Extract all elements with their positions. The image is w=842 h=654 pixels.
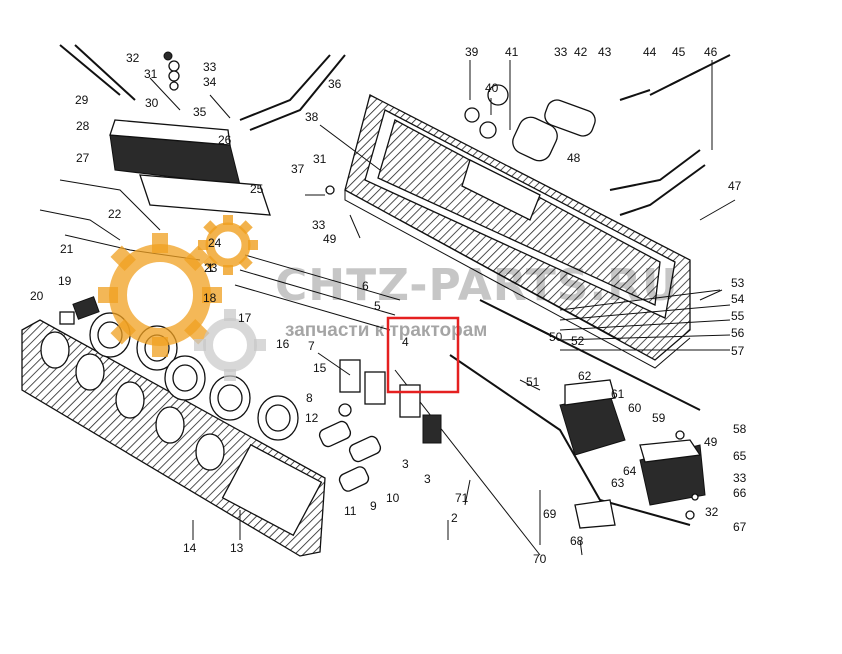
callout-label: 1 bbox=[207, 261, 214, 275]
gauge-16b bbox=[209, 375, 251, 421]
callout-label: 19 bbox=[58, 274, 72, 288]
callout-label: 24 bbox=[208, 236, 222, 250]
callout-label: 10 bbox=[386, 491, 400, 505]
gauge-15 bbox=[257, 395, 299, 441]
callout-label: 49 bbox=[704, 435, 718, 449]
callout-label: 17 bbox=[238, 311, 252, 325]
callout-label: 40 bbox=[485, 81, 499, 95]
callout-label: 32 bbox=[126, 51, 140, 65]
relay-blocks bbox=[559, 379, 706, 529]
callout-label: 13 bbox=[230, 541, 244, 555]
gauge-16 bbox=[164, 355, 206, 401]
callout-label: 46 bbox=[704, 45, 718, 59]
callout-label: 67 bbox=[733, 520, 747, 534]
callout-label: 50 bbox=[549, 330, 563, 344]
callout-label: 63 bbox=[611, 476, 625, 490]
callout-label: 59 bbox=[652, 411, 666, 425]
callout-label: 8 bbox=[306, 391, 313, 405]
callout-label: 52 bbox=[571, 334, 585, 348]
callout-label: 51 bbox=[526, 375, 540, 389]
callout-label: 68 bbox=[570, 534, 584, 548]
callout-label: 64 bbox=[623, 464, 637, 478]
callout-label: 11 bbox=[344, 504, 357, 518]
watermark-tagline: запчасти к тракторам bbox=[285, 320, 487, 341]
callout-label: 33 bbox=[203, 60, 217, 74]
callout-label: 28 bbox=[76, 119, 90, 133]
callout-label: 14 bbox=[183, 541, 197, 555]
callout-label: 21 bbox=[60, 242, 74, 256]
callout-label: 58 bbox=[733, 422, 747, 436]
callout-label: 2 bbox=[451, 511, 458, 525]
callout-label: 6 bbox=[362, 279, 369, 293]
callout-label: 48 bbox=[567, 151, 581, 165]
front-panel-plate bbox=[21, 319, 326, 557]
callout-label: 15 bbox=[313, 361, 327, 375]
callout-label: 34 bbox=[203, 75, 217, 89]
callout-label: 31 bbox=[313, 152, 327, 166]
callout-label: 54 bbox=[731, 292, 745, 306]
callout-label: 42 bbox=[574, 45, 588, 59]
callout-label: 57 bbox=[731, 344, 745, 358]
callout-label: 30 bbox=[145, 96, 159, 110]
callout-label: 7 bbox=[308, 339, 315, 353]
watermark-brand: CHTZ-PARTS.RU bbox=[275, 260, 679, 311]
callout-label: 53 bbox=[731, 276, 745, 290]
callout-label: 37 bbox=[291, 162, 305, 176]
callout-label: 62 bbox=[578, 369, 592, 383]
callout-label: 26 bbox=[218, 133, 232, 147]
callout-label: 18 bbox=[203, 291, 217, 305]
callout-label: 35 bbox=[193, 105, 207, 119]
connectors bbox=[59, 54, 731, 492]
callout-label: 25 bbox=[250, 182, 264, 196]
callout-label: 56 bbox=[731, 326, 745, 340]
callout-label: 27 bbox=[76, 151, 90, 165]
callout-label: 70 bbox=[533, 552, 547, 566]
callout-label: 43 bbox=[598, 45, 612, 59]
leader-lines bbox=[239, 60, 736, 545]
callout-label: 36 bbox=[328, 77, 342, 91]
callout-label: 69 bbox=[543, 507, 557, 521]
watermark-gear-icon bbox=[98, 215, 266, 381]
callout-label: 55 bbox=[731, 309, 745, 323]
instrument-panel-housing bbox=[344, 94, 691, 369]
callout-label: 20 bbox=[30, 289, 44, 303]
callout-label: 5 bbox=[374, 299, 381, 313]
callout-label: 29 bbox=[75, 93, 89, 107]
callout-label: 49 bbox=[323, 232, 337, 246]
callout-label: 47 bbox=[728, 179, 742, 193]
wiring bbox=[39, 44, 731, 556]
callout-label: 60 bbox=[628, 401, 642, 415]
callout-label: 39 bbox=[465, 45, 479, 59]
callout-label: 9 bbox=[370, 499, 377, 513]
callout-label: 44 bbox=[643, 45, 657, 59]
callout-label: 33 bbox=[554, 45, 568, 59]
callout-label: 4 bbox=[402, 335, 409, 349]
callout-label: 12 bbox=[305, 411, 319, 425]
callout-label: 22 bbox=[108, 207, 122, 221]
callout-label: 45 bbox=[672, 45, 686, 59]
callout-labels: 1 2 3 3 4 5 6 7 8 9 10 11 12 13 14 15 16… bbox=[30, 45, 747, 566]
callout-label: 66 bbox=[733, 486, 747, 500]
callout-label: 61 bbox=[611, 387, 625, 401]
callout-label: 23 bbox=[204, 261, 218, 275]
callout-label: 65 bbox=[733, 449, 747, 463]
callout-label: 31 bbox=[144, 67, 158, 81]
callout-label: 38 bbox=[305, 110, 319, 124]
callout-label: 33 bbox=[733, 471, 747, 485]
callout-label: 3 bbox=[424, 472, 431, 486]
highlight-box bbox=[386, 316, 460, 394]
callout-label: 33 bbox=[312, 218, 326, 232]
callout-label: 16 bbox=[276, 337, 290, 351]
fuse-block bbox=[109, 119, 271, 216]
callout-label: 41 bbox=[505, 45, 519, 59]
callout-label: 3 bbox=[402, 457, 409, 471]
callout-label: 32 bbox=[705, 505, 719, 519]
small-parts bbox=[149, 51, 699, 556]
